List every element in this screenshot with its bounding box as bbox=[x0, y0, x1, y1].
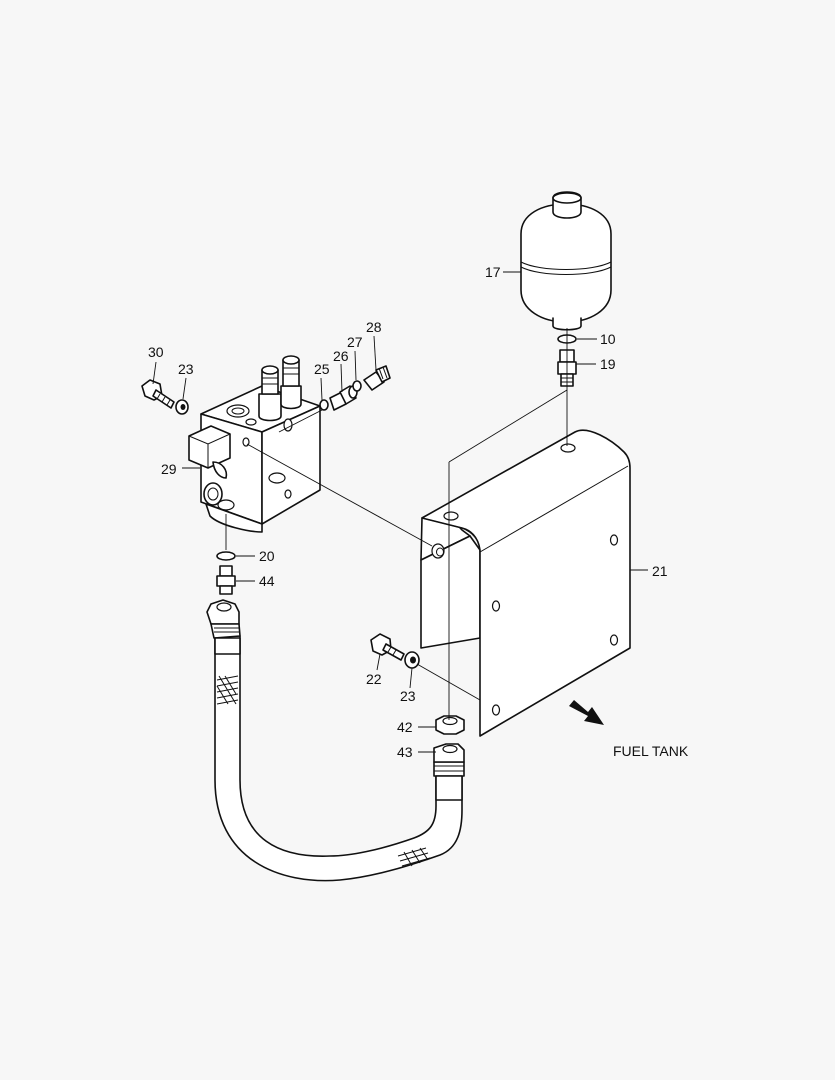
plug-28[interactable] bbox=[363, 365, 391, 391]
callout-43: 43 bbox=[397, 744, 413, 760]
o-ring-27[interactable] bbox=[352, 380, 362, 392]
accumulator[interactable] bbox=[520, 191, 612, 331]
callout-10: 10 bbox=[600, 331, 616, 347]
hose-assembly[interactable] bbox=[206, 599, 465, 882]
nut-42[interactable] bbox=[435, 715, 465, 735]
washer-23-a[interactable] bbox=[175, 399, 189, 415]
fuel-tank-arrow-icon bbox=[569, 700, 604, 725]
bolt-30[interactable] bbox=[141, 379, 175, 409]
callout-21: 21 bbox=[652, 563, 668, 579]
fuel-tank-label: FUEL TANK bbox=[613, 743, 689, 759]
o-ring-20[interactable] bbox=[216, 551, 236, 561]
adapter-fitting-44[interactable] bbox=[216, 565, 236, 595]
callout-22: 22 bbox=[366, 671, 382, 687]
callout-29: 29 bbox=[161, 461, 177, 477]
callout-27: 27 bbox=[347, 334, 363, 350]
callout-19: 19 bbox=[600, 356, 616, 372]
valve-block[interactable] bbox=[188, 355, 321, 533]
callout-44: 44 bbox=[259, 573, 275, 589]
callout-42: 42 bbox=[397, 719, 413, 735]
callout-28: 28 bbox=[366, 319, 382, 335]
washer-23-b[interactable] bbox=[404, 651, 420, 669]
fitting-26[interactable] bbox=[329, 385, 358, 411]
callout-labels: 17 10 19 21 30 23 29 25 26 27 28 20 44 2… bbox=[148, 264, 689, 760]
callout-17: 17 bbox=[485, 264, 501, 280]
o-ring-25[interactable] bbox=[319, 399, 329, 411]
bracket[interactable] bbox=[420, 429, 631, 737]
callout-30: 30 bbox=[148, 344, 164, 360]
assembly-lines bbox=[225, 328, 568, 720]
bolt-22[interactable] bbox=[370, 633, 405, 661]
callout-26: 26 bbox=[333, 348, 349, 364]
callout-23-upper: 23 bbox=[178, 361, 194, 377]
callout-leaders bbox=[152, 271, 648, 753]
callout-25: 25 bbox=[314, 361, 330, 377]
callout-23-lower: 23 bbox=[400, 688, 416, 704]
callout-20: 20 bbox=[259, 548, 275, 564]
